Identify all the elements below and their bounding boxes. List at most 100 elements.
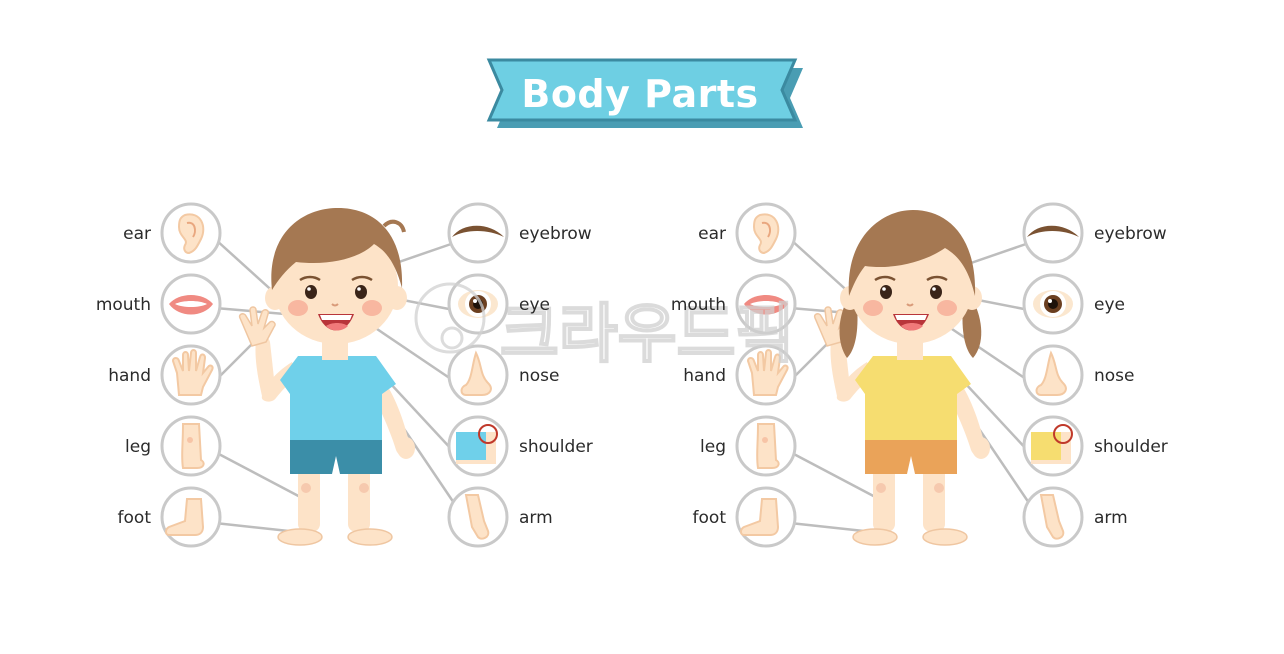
girl-label-leg: leg: [700, 437, 726, 457]
eye-icon: [458, 290, 498, 318]
ear-inner: [761, 221, 771, 238]
neck: [897, 340, 923, 360]
girl-shoulder-circle: [1022, 415, 1084, 477]
girl-connector-left-4: [789, 521, 874, 534]
boy-connector-left-4: [214, 521, 299, 534]
icon-frame: [447, 202, 509, 264]
icon-frame: [1022, 202, 1084, 264]
ear-icon: [177, 213, 205, 255]
arm-icon: [464, 494, 490, 540]
eyebrow-icon: [452, 225, 504, 237]
arm-icon: [1039, 494, 1065, 540]
girl-label-mouth: mouth: [670, 295, 726, 315]
shoulder-shirt: [456, 432, 486, 460]
left-cheek: [288, 300, 308, 316]
right-eye: [930, 285, 942, 299]
boy-label-leg: leg: [125, 437, 151, 457]
left-foot: [277, 528, 323, 546]
watermark-lens: [440, 326, 464, 350]
shoulder-marker: [1053, 424, 1073, 444]
shoulder-marker: [478, 424, 498, 444]
shirt: [855, 356, 971, 440]
arm-shape: [1039, 494, 1065, 540]
hair: [271, 208, 403, 290]
girl-arm-circle: [1022, 486, 1084, 548]
girl-hand-circle: [735, 344, 797, 406]
title-banner: [486, 58, 803, 128]
right-eye-glint: [932, 287, 936, 291]
left-pigtail: [839, 300, 858, 358]
mouth-icon: [169, 295, 213, 315]
girl-ear-circle: [735, 202, 797, 264]
boy-foot-circle: [160, 486, 222, 548]
arm-shape: [464, 494, 490, 540]
nose-icon: [460, 350, 492, 396]
right-leg: [923, 462, 945, 532]
nose-shape: [460, 350, 492, 396]
eye-glint: [1048, 299, 1052, 303]
girl-foot-circle: [735, 486, 797, 548]
boy-label-arm: arm: [519, 508, 553, 528]
boy-label-nose: nose: [519, 366, 560, 386]
foot-icon: [165, 498, 205, 536]
boy-connector-left-0: [214, 238, 279, 297]
girl-eyebrow-circle: [1022, 202, 1084, 264]
girl-label-nose: nose: [1094, 366, 1135, 386]
right-cheek: [937, 300, 957, 316]
title-banner-text: Body Parts: [521, 72, 759, 116]
boy-label-shoulder: shoulder: [519, 437, 593, 457]
shoulder-icon: [456, 424, 498, 464]
right-foot: [922, 528, 968, 546]
right-eyebrow: [926, 275, 948, 282]
eye-glint: [473, 299, 477, 303]
leg-icon: [181, 423, 205, 469]
boy-hand-circle: [160, 344, 222, 406]
ear-inner: [186, 221, 196, 238]
boy-eye-circle: [447, 273, 509, 335]
boy-shoulder-circle: [447, 415, 509, 477]
ear-icon: [752, 213, 780, 255]
girl-connector-left-0: [789, 238, 854, 297]
leg-icon: [756, 423, 780, 469]
boy-eyebrow-circle: [447, 202, 509, 264]
nose-shape: [1035, 350, 1067, 396]
left-leg: [298, 462, 320, 532]
shorts: [865, 436, 957, 474]
foot-shape: [740, 498, 780, 536]
left-eyebrow: [874, 275, 896, 282]
left-eye-glint: [882, 287, 886, 291]
teeth: [895, 315, 927, 320]
girl-nose-circle: [1022, 344, 1084, 406]
right-knee: [934, 483, 944, 493]
boy-label-eye: eye: [519, 295, 550, 315]
shoulder-shirt: [1031, 432, 1061, 460]
left-eye-glint: [307, 287, 311, 291]
girl-label-ear: ear: [698, 224, 726, 244]
boy-label-mouth: mouth: [95, 295, 151, 315]
boy-connector-right-4: [396, 419, 456, 504]
hand-shape: [746, 349, 789, 396]
teeth: [175, 301, 207, 307]
left-eye: [880, 285, 892, 299]
shoulder-icon: [1031, 424, 1073, 464]
girl-mouth-circle: [735, 273, 797, 335]
boy-label-hand: hand: [108, 366, 151, 386]
hand-shape: [171, 349, 214, 396]
nose: [906, 303, 914, 307]
watermark-ring: [414, 282, 486, 354]
boy-ear-circle: [160, 202, 222, 264]
right-cheek: [362, 300, 382, 316]
right-eyebrow: [351, 275, 373, 282]
brow-shape: [452, 225, 504, 237]
right-pigtail: [962, 300, 982, 358]
mouth-icon: [744, 295, 788, 315]
girl-label-shoulder: shoulder: [1094, 437, 1168, 457]
boy-connector-left-3: [214, 450, 307, 502]
left-forearm: [255, 335, 276, 398]
girl-eye-circle: [1022, 273, 1084, 335]
left-knee: [876, 483, 886, 493]
leg-shape: [181, 423, 205, 469]
boy-leg-circle: [160, 415, 222, 477]
left-foot: [852, 528, 898, 546]
